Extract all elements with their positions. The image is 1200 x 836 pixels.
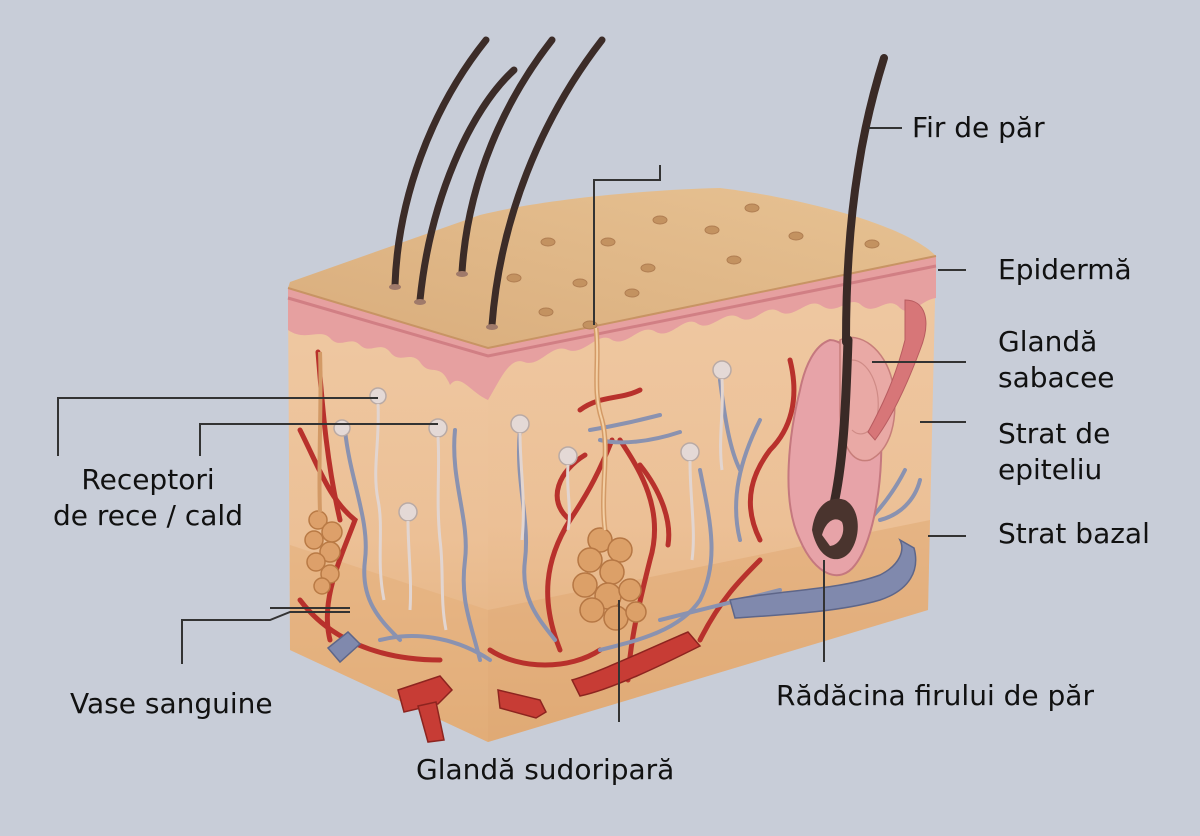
- receptors: [333, 360, 732, 522]
- hair-shaft: [842, 54, 888, 346]
- label-sebaceous-gland-line1: Glandă: [998, 325, 1098, 358]
- sweat-gland-left: [304, 510, 343, 595]
- epidermis-layer-front: [288, 288, 488, 400]
- label-sebaceous-gland-line2: sabacee: [998, 361, 1115, 394]
- label-epidermis: Epidermă: [998, 253, 1132, 286]
- hair-follicle: [787, 299, 927, 577]
- large-arteries: [397, 631, 702, 743]
- label-epithelium-layer: Strat de epiteliu: [998, 416, 1110, 488]
- label-receptors: Receptori de rece / cald: [40, 462, 256, 534]
- label-sebaceous-gland: Glandă sabacee: [998, 324, 1115, 396]
- label-hair-root: Rădăcina firului de păr: [776, 679, 1094, 712]
- label-epithelium-line2: epiteliu: [998, 453, 1103, 486]
- surface-hairs: [391, 36, 606, 329]
- sweat-gland-center: [572, 527, 647, 631]
- label-basal-layer: Strat bazal: [998, 517, 1150, 550]
- label-receptors-line2: de rece / cald: [53, 499, 243, 532]
- label-epithelium-line1: Strat de: [998, 417, 1111, 450]
- pores: [506, 203, 880, 330]
- label-blood-vessels: Vase sanguine: [70, 687, 273, 720]
- label-hair-shaft: Fir de păr: [912, 111, 1045, 144]
- skin-surface: [288, 188, 936, 348]
- label-sweat-gland: Glandă sudoripară: [416, 753, 675, 786]
- epidermis-layer-right: [488, 256, 936, 400]
- leader-lines: [57, 127, 966, 722]
- label-receptors-line1: Receptori: [81, 463, 215, 496]
- large-vein: [326, 538, 917, 664]
